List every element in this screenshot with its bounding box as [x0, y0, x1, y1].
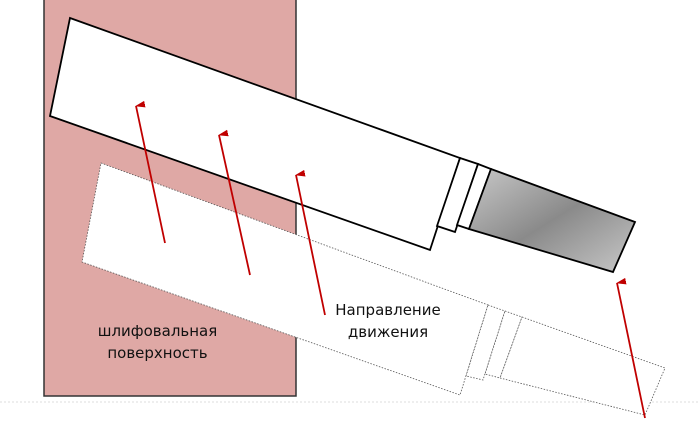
knife-handle — [467, 167, 637, 274]
direction-label: Направление движения — [328, 299, 448, 343]
surface-label-line2: поверхность — [107, 344, 208, 362]
ghost-bolster-2 — [484, 310, 523, 379]
knife-current-position — [48, 16, 637, 274]
knife-blade — [48, 16, 462, 252]
ghost-bolster-1 — [465, 304, 506, 381]
surface-label-line1: шлифовальная — [97, 322, 218, 340]
knife-ghost-position — [81, 162, 666, 416]
direction-label-line2: движения — [347, 323, 429, 341]
grinding-surface-label: шлифовальная поверхность — [70, 320, 245, 364]
motion-arrows — [136, 106, 646, 419]
arrow-2 — [219, 135, 251, 276]
arrow-3 — [296, 175, 326, 316]
knife-bolster-1 — [435, 156, 480, 234]
ghost-handle — [499, 316, 666, 416]
arrow-1 — [136, 106, 166, 244]
arrow-4 — [617, 283, 646, 419]
ghost-blade — [81, 162, 489, 396]
direction-label-line1: Направление — [335, 301, 441, 319]
